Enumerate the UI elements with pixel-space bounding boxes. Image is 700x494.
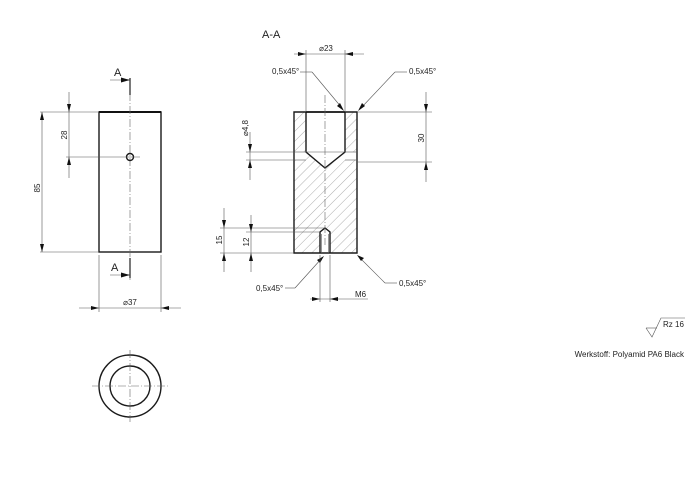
dim-30 — [357, 92, 432, 182]
dim-diameter-37 — [79, 255, 181, 312]
dim-4-8-text: ⌀4,8 — [241, 119, 250, 135]
dim-23-text: ⌀23 — [319, 44, 333, 53]
chamfer-bottom-left-text: 0,5x45° — [256, 284, 283, 293]
section-view — [220, 50, 432, 302]
chamfer-top-left-text: 0,5x45° — [272, 67, 299, 76]
dim-37-text: ⌀37 — [123, 298, 137, 307]
chamfer-bottom-right-text: 0,5x45° — [399, 279, 426, 288]
dim-15-text: 15 — [215, 235, 224, 244]
cut-marker-top — [110, 77, 131, 95]
chamfer-leader-top-right — [358, 71, 407, 111]
front-view — [40, 77, 181, 312]
dim-12 — [246, 215, 320, 272]
cut-marker-bottom — [110, 258, 131, 278]
material-note: Werkstoff: Polyamid PA6 Black — [575, 350, 685, 359]
chamfer-leader-top-left — [300, 71, 344, 111]
dim-m6-text: M6 — [355, 290, 367, 299]
chamfer-top-right-text: 0,5x45° — [409, 67, 436, 76]
dim-m6 — [310, 255, 368, 302]
dim-28 — [67, 92, 71, 178]
section-label: A-A — [262, 29, 281, 41]
dim-85-text: 85 — [33, 183, 42, 192]
dim-85 — [40, 111, 99, 253]
dim-28-text: 28 — [60, 130, 69, 139]
dim-diameter-23 — [294, 50, 364, 112]
dim-diameter-4-8 — [246, 132, 294, 180]
surface-finish-symbol — [645, 317, 685, 338]
dim-30-text: 30 — [417, 133, 426, 142]
chamfer-leader-bottom-right — [357, 255, 397, 284]
dim-12-text: 12 — [242, 237, 251, 246]
cut-label-bottom: A — [111, 262, 119, 274]
bottom-view — [92, 350, 168, 422]
cut-label-top: A — [114, 67, 122, 79]
surface-finish-text: Rz 16 — [663, 320, 684, 329]
chamfer-leader-bottom-left — [285, 256, 324, 289]
dim-15 — [220, 208, 325, 272]
